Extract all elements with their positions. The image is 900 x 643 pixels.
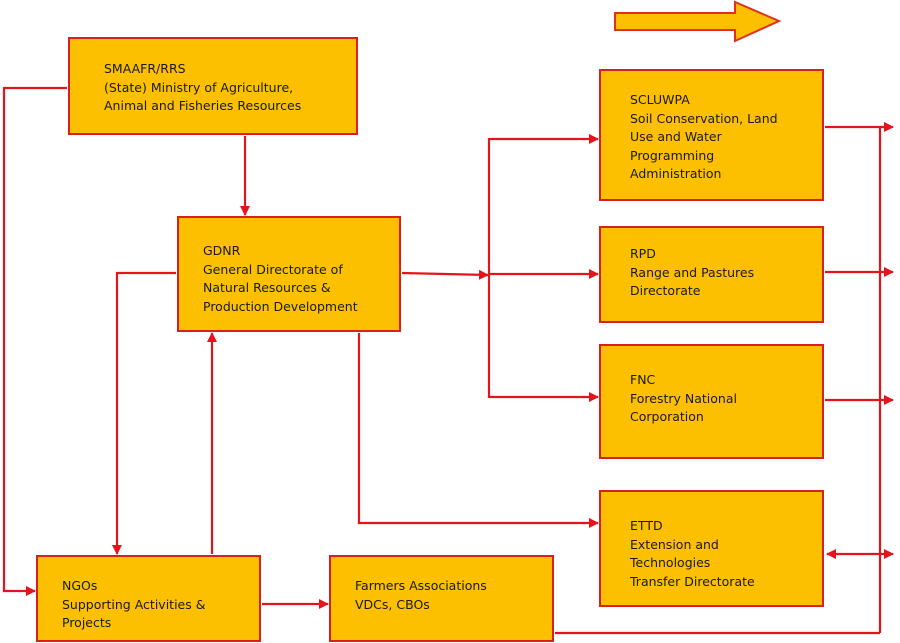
node-gdnr-line-1: GDNR [203,243,241,258]
node-farmers-line-1: Farmers Associations [355,578,487,593]
node-smaafr-line-1: SMAAFR/RRS [104,61,186,76]
node-farmers: Farmers Associations VDCs, CBOs [329,555,554,642]
node-ettd-line-4: Transfer Directorate [630,573,755,589]
node-ngos-line-1: NGOs [62,578,98,593]
node-scluwpa-line-2: Soil Conservation, Land [630,110,778,126]
connector-gdnr-ngos [112,271,176,555]
connector-smaafr-ngos [2,86,67,596]
node-smaafr-line-2: (State) Ministry of Agriculture, [104,79,294,95]
legend-arrow-icon [614,0,782,43]
node-ettd-line-1: ETTD [630,518,663,533]
node-rpd-line-1: RPD [630,246,656,261]
node-ettd-line-3: Technologies [630,555,711,570]
node-ettd: ETTD Extension and Technologies Transfer… [599,490,824,607]
node-fnc: FNC Forestry National Corporation [599,344,824,459]
connector-gdnr-ettd [357,333,599,528]
node-smaafr-line-3: Animal and Fisheries Resources [104,98,302,113]
node-fnc-line-2: Forestry National [630,390,737,406]
node-fnc-line-1: FNC [630,372,656,387]
node-ngos-line-3: Projects [62,615,112,630]
node-gdnr: GDNR General Directorate of Natural Reso… [177,216,401,332]
node-smaafr: SMAAFR/RRS (State) Ministry of Agricultu… [68,37,358,135]
node-ngos-line-2: Supporting Activities & [62,596,206,612]
node-ngos: NGOs Supporting Activities & Projects [36,555,261,642]
node-scluwpa-line-3: Use and Water [630,129,722,144]
node-farmers-line-2: VDCs, CBOs [355,596,430,612]
connector-gdnr-bus [401,269,489,280]
node-gdnr-line-2: General Directorate of [203,261,343,277]
node-scluwpa-line-5: Administration [630,166,722,181]
node-rpd-line-2: Range and Pastures [630,264,755,280]
node-gdnr-line-3: Natural Resources & [203,280,331,295]
node-rpd: RPD Range and Pastures Directorate [599,226,824,323]
node-fnc-line-3: Corporation [630,409,704,424]
node-ettd-line-2: Extension and [630,536,719,552]
node-scluwpa-line-4: Programming [630,147,715,163]
node-rpd-line-3: Directorate [630,283,701,298]
node-gdnr-line-4: Production Development [203,298,358,314]
node-scluwpa: SCLUWPA Soil Conservation, Land Use and … [599,69,824,201]
node-scluwpa-line-1: SCLUWPA [630,92,690,107]
